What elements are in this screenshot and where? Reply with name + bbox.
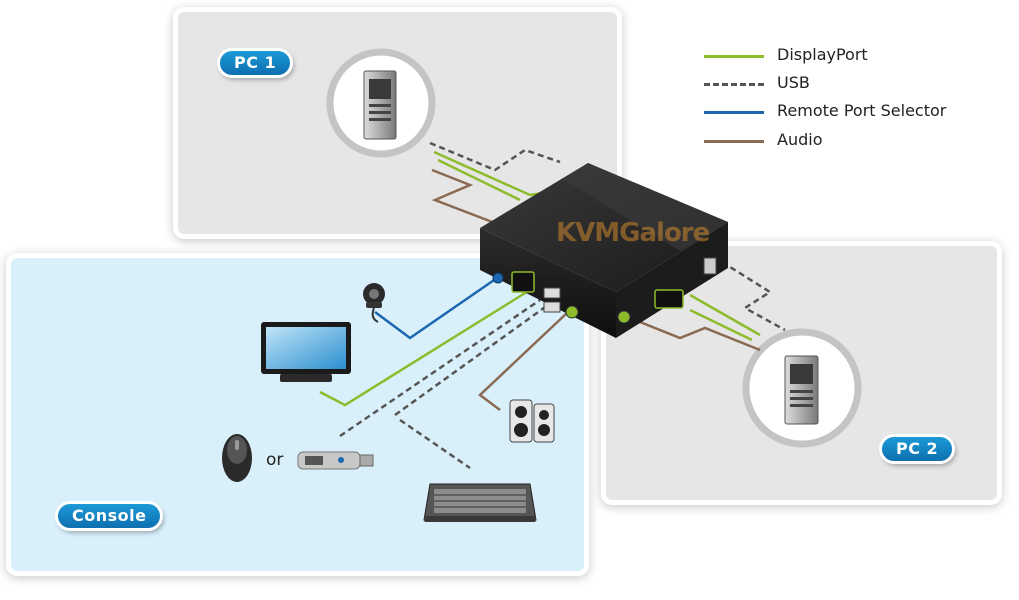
pc2-label: PC 2	[882, 437, 953, 461]
speakers-icon	[509, 399, 555, 443]
watermark: KVMGalore	[556, 218, 710, 248]
kvm-switch-device	[480, 163, 728, 338]
console-cables	[319, 276, 569, 470]
usb-dongle-icon	[297, 451, 374, 470]
legend-label: Audio	[777, 130, 823, 149]
legend-label: Remote Port Selector	[777, 101, 947, 120]
pc2-computer-icon	[742, 328, 862, 448]
pc1-computer-icon	[326, 48, 436, 158]
remote-port-selector-icon	[363, 283, 385, 323]
legend-label: DisplayPort	[777, 45, 868, 64]
mouse-icon	[222, 434, 252, 482]
pc1-label: PC 1	[220, 51, 291, 75]
legend-line	[704, 140, 764, 143]
legend-line	[704, 83, 764, 86]
legend-label: USB	[777, 73, 810, 92]
keyboard-icon	[423, 483, 537, 522]
legend-line	[704, 55, 764, 58]
pc1-cables	[429, 141, 561, 227]
pc2-cables	[629, 260, 786, 352]
or-text: or	[266, 450, 284, 470]
legend-line	[704, 111, 764, 114]
monitor-icon	[261, 322, 351, 382]
console-label: Console	[58, 504, 161, 528]
